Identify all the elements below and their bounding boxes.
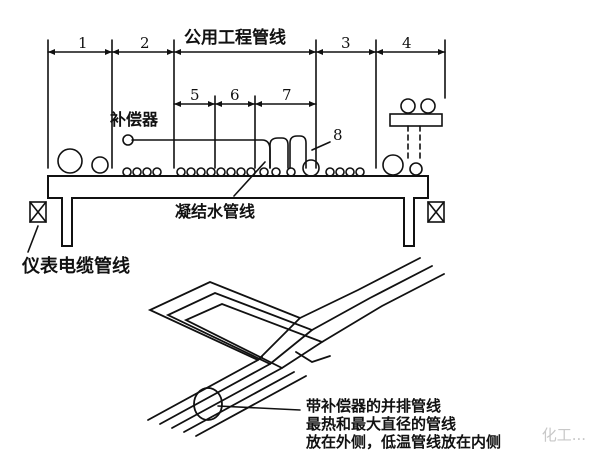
segment-7-label: 7 [282, 86, 292, 104]
parallel-pipes-isometric [147, 257, 445, 437]
dimension-lines [47, 39, 446, 169]
compensator-loops [122, 134, 331, 169]
segment-2-label: 2 [140, 34, 150, 52]
condensate-pipeline-label: 凝结水管线 [175, 202, 256, 221]
watermark: 化工... [541, 426, 586, 444]
segment-1-label: 1 [78, 34, 88, 52]
caption-line-3: 放在外侧，低温管线放在内侧 [306, 433, 502, 451]
pipe-rack-beam [47, 175, 429, 247]
caption-leader [217, 405, 301, 411]
caption-line-1: 带补偿器的并排管线 [306, 397, 442, 415]
caption-line-2: 最热和最大直径的管线 [306, 415, 457, 433]
rack-pipes [57, 148, 423, 177]
segment-5-label: 5 [190, 86, 200, 104]
compensator-label: 补偿器 [110, 110, 159, 129]
segment-4-label: 4 [402, 34, 412, 52]
instrument-cable-label: 仪表电缆管线 [22, 256, 130, 277]
upper-support [389, 98, 443, 163]
public-pipeline-label: 公用工程管线 [184, 28, 286, 48]
cable-tray-boxes [27, 201, 445, 253]
segment-8-label: 8 [333, 126, 343, 144]
segment-6-label: 6 [230, 86, 240, 104]
condensate-leader [233, 161, 266, 197]
segment-3-label: 3 [341, 34, 351, 52]
